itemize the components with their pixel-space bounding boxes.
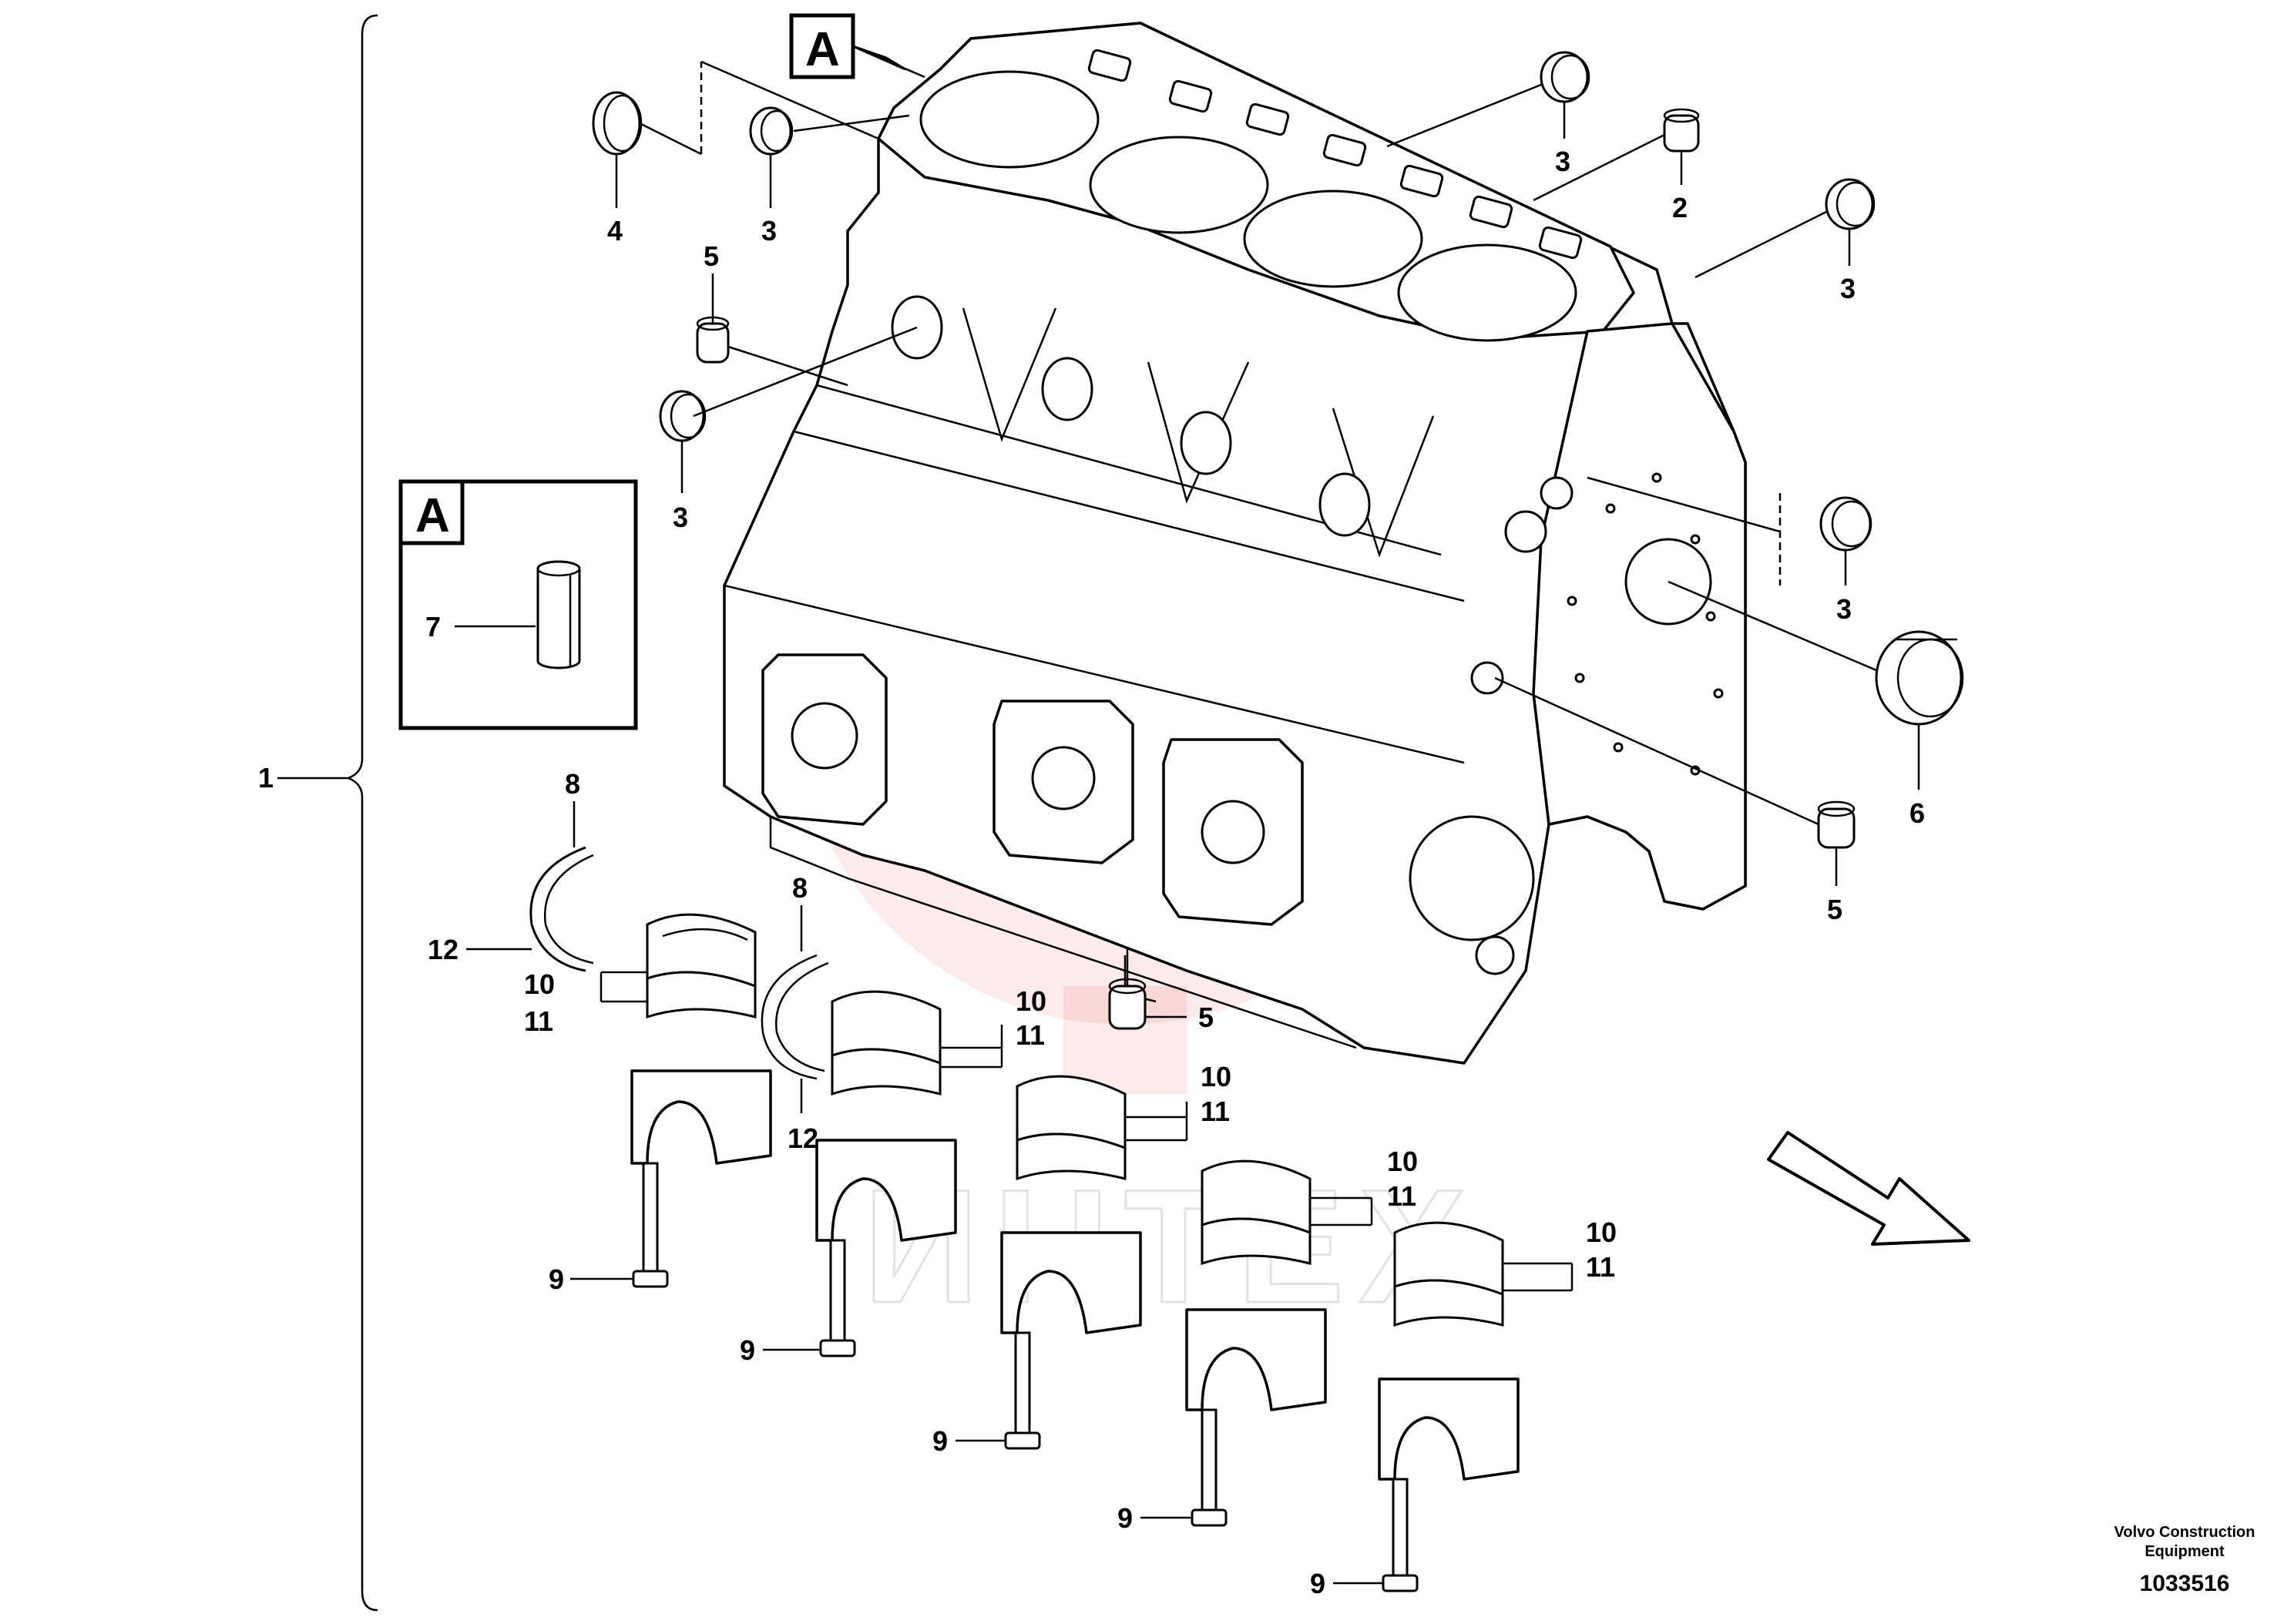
main-bearing-1	[646, 913, 757, 1019]
plug-5b: 5	[1494, 676, 1856, 925]
main-bearing-3	[1016, 1075, 1127, 1181]
company-line-2: Equipment	[2145, 1543, 2225, 1560]
plug-3c: 3	[1386, 51, 1590, 177]
seal-6: 6	[1668, 580, 1964, 829]
plug-3b: 3	[659, 326, 918, 533]
svg-text:10: 10	[1387, 1146, 1418, 1177]
drawing-number: 1033516	[2140, 1571, 2230, 1596]
detail-a-box: A 7	[398, 479, 638, 730]
direction-arrow	[1767, 1131, 1970, 1246]
thrust-ring-right: 8 12	[761, 872, 829, 1154]
svg-text:11: 11	[1586, 1251, 1615, 1283]
plug-3e: 3	[1587, 476, 1872, 625]
svg-text:12: 12	[788, 1122, 818, 1154]
svg-text:5: 5	[704, 240, 719, 272]
svg-text:3: 3	[673, 502, 688, 533]
svg-text:10: 10	[1586, 1216, 1617, 1248]
bearing-cap-4: 9	[1117, 1308, 1327, 1534]
assembly-bracket: 1	[258, 14, 378, 1612]
main-bearing-4	[1201, 1159, 1312, 1266]
plug-5a: 5	[696, 240, 848, 387]
main-bearing-2	[831, 990, 942, 1096]
svg-text:9: 9	[1117, 1502, 1133, 1534]
svg-text:8: 8	[792, 872, 808, 904]
svg-text:10: 10	[1016, 985, 1046, 1017]
svg-text:5: 5	[1827, 894, 1842, 925]
footer: Volvo Construction Equipment 1033516	[2114, 1524, 2255, 1596]
svg-text:11: 11	[1387, 1180, 1416, 1212]
svg-text:8: 8	[565, 768, 580, 800]
plug-4: 4	[592, 91, 702, 247]
dowel-pin	[536, 560, 581, 669]
label-7: 7	[425, 611, 441, 643]
svg-text:2: 2	[1672, 192, 1688, 223]
svg-text:11: 11	[524, 1005, 553, 1037]
label-1: 1	[258, 762, 274, 794]
svg-text:3: 3	[1836, 593, 1852, 625]
company-line-1: Volvo Construction	[2114, 1524, 2255, 1541]
main-bearing-5	[1393, 1221, 1504, 1327]
svg-text:6: 6	[1909, 797, 1925, 829]
svg-text:10: 10	[524, 968, 555, 1000]
svg-text:A: A	[805, 23, 840, 76]
svg-text:3: 3	[1840, 273, 1856, 304]
svg-text:4: 4	[607, 215, 623, 247]
svg-text:9: 9	[740, 1334, 755, 1366]
plug-2: 2	[1533, 108, 1700, 223]
svg-text:3: 3	[761, 215, 777, 247]
bearing-cap-3: 9	[932, 1231, 1142, 1457]
svg-text:10: 10	[1201, 1061, 1231, 1092]
plug-3d: 3	[1694, 178, 1876, 304]
svg-text:9: 9	[1310, 1568, 1325, 1599]
thrust-ring-left: 8 12	[428, 768, 594, 972]
svg-text:9: 9	[932, 1425, 948, 1457]
svg-text:5: 5	[1198, 1002, 1214, 1033]
plug-3a: 3	[749, 106, 910, 247]
bearing-cap-5: 9	[1310, 1377, 1520, 1599]
svg-text:9: 9	[549, 1263, 564, 1295]
detail-a-title: A	[415, 489, 450, 542]
svg-text:12: 12	[428, 934, 458, 965]
svg-text:11: 11	[1016, 1019, 1045, 1051]
bearing-cap-1: 9	[549, 1069, 772, 1295]
engine-block	[723, 22, 1747, 1065]
plug-5c: 5	[1108, 948, 1214, 1033]
watermark-text: ИНТЕХ	[863, 1156, 1480, 1337]
bearing-cap-2: 9	[740, 1139, 957, 1366]
detail-a-flag: A	[789, 13, 925, 79]
svg-text:11: 11	[1201, 1096, 1230, 1127]
svg-text:3: 3	[1555, 146, 1570, 177]
